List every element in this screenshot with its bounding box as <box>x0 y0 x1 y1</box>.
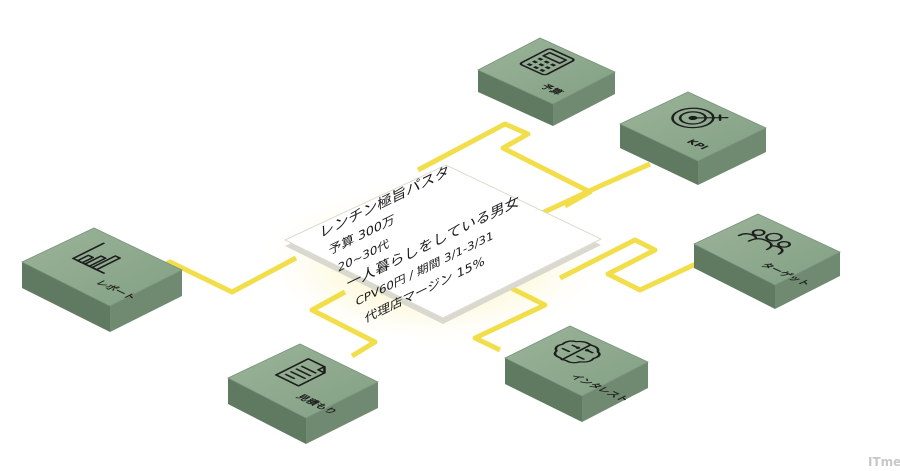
tile-kpi-side <box>698 128 766 185</box>
tile-interest-side <box>582 362 648 422</box>
tile-target-side <box>775 252 840 309</box>
tile-interest-front <box>505 358 582 422</box>
calculator-icon <box>519 48 575 76</box>
connector-kpi <box>538 161 652 217</box>
tile-kpi-top <box>619 91 767 162</box>
tile-kpi-front <box>620 124 698 185</box>
tile-interest-top <box>504 325 649 397</box>
connectors <box>143 121 702 359</box>
tile-estimate-top <box>227 343 379 419</box>
tile-report: レポート <box>21 227 183 332</box>
tile-report-front <box>22 262 110 332</box>
tile-budget-top <box>477 37 616 105</box>
tile-target: ターゲット <box>693 213 841 309</box>
card-face <box>283 164 603 319</box>
tile-budget: 予算 <box>477 37 616 126</box>
tile-estimate-front <box>228 378 306 444</box>
tile-interest: インタレスト <box>504 325 649 422</box>
tile-estimate-side <box>306 382 378 444</box>
connector-estimate <box>309 289 378 359</box>
target-icon <box>671 107 729 129</box>
brain-icon <box>553 340 601 364</box>
connector-target <box>558 237 702 293</box>
tile-report-side <box>110 270 182 332</box>
bar-chart-icon <box>71 242 122 274</box>
people-icon <box>737 229 792 255</box>
document-icon <box>274 358 326 387</box>
tile-budget-front <box>478 70 553 126</box>
connector-interest <box>472 282 548 353</box>
tile-target-front <box>694 244 775 309</box>
tile-budget-side <box>553 72 615 126</box>
tile-kpi: KPI <box>619 91 767 185</box>
tile-estimate: 見積もり <box>227 343 379 444</box>
watermark: ITmedia <box>868 455 900 469</box>
